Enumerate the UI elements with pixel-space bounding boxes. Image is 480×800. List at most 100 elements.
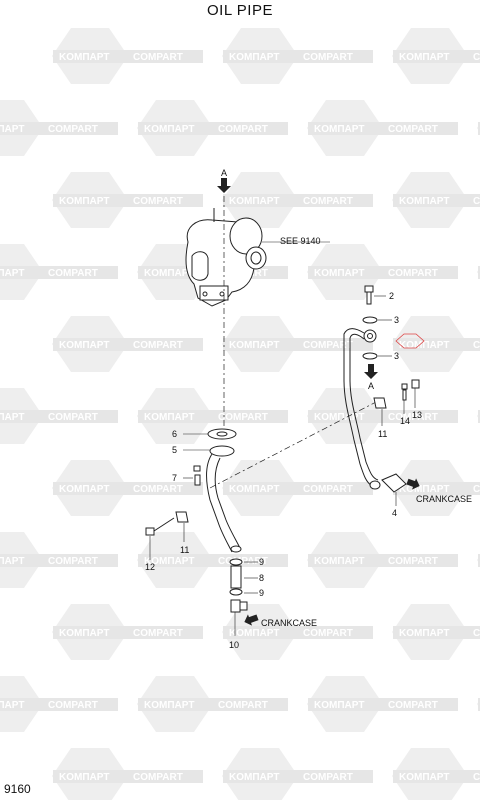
callout-11-left: 11 — [180, 545, 189, 555]
watermark-text: KOMПAPT — [229, 196, 280, 207]
watermark-band — [308, 122, 458, 135]
washer-lower — [362, 352, 378, 360]
watermark-text: COMPART — [388, 412, 438, 423]
watermark-text: KOMПAPT — [0, 700, 25, 711]
watermark-band — [138, 122, 288, 135]
arrow-a-mid-icon — [364, 364, 378, 379]
watermark-text: COMPART — [388, 700, 438, 711]
watermark-band — [223, 50, 373, 63]
bolt-7 — [193, 465, 201, 486]
watermark-text: KOMПAPT — [314, 700, 365, 711]
watermark-text: KOMПAPT — [399, 196, 450, 207]
watermark-text: KOMПAPT — [314, 556, 365, 567]
watermark-band — [223, 626, 373, 639]
watermark-text: COMPART — [303, 484, 353, 495]
watermark-text: KOMПAPT — [144, 268, 195, 279]
watermark-text: KOMПAPT — [229, 484, 280, 495]
watermark-band — [478, 698, 480, 711]
hose-and-clamps — [229, 558, 243, 596]
crankcase-bottom-arrow-icon — [244, 614, 259, 626]
callout-3b: 3 — [394, 351, 399, 361]
watermark-text: COMPART — [473, 628, 480, 639]
watermark-text: KOMПAPT — [59, 628, 110, 639]
watermark-text: COMPART — [303, 340, 353, 351]
callout-5: 5 — [172, 445, 177, 455]
callout-9b: 9 — [259, 588, 264, 598]
supply-oil-pipe — [343, 328, 407, 493]
watermark-band — [0, 410, 118, 423]
watermark-text: KOMПAPT — [59, 52, 110, 63]
crankcase-top-label: CRANKCASE — [416, 494, 472, 504]
watermark-band — [393, 50, 480, 63]
watermark-text: KOMПAPT — [399, 772, 450, 783]
watermark-layer: KOMПAPT COMPART KOMПAPT COMPART KOMПAPT COMPA… — [0, 28, 480, 800]
bolt-12 — [145, 517, 175, 536]
watermark-band — [393, 770, 480, 783]
watermark-text: KOMПAPT — [144, 412, 195, 423]
watermark-text: KOMПAPT — [0, 124, 25, 135]
watermark-text: KOMПAPT — [59, 196, 110, 207]
arrow-a-mid-label: A — [368, 381, 374, 391]
watermark-text: KOMПAPT — [399, 52, 450, 63]
watermark-text: COMPART — [218, 700, 268, 711]
watermark-text: COMPART — [473, 484, 480, 495]
crankcase-top-arrow-icon — [406, 478, 420, 490]
watermark-band — [308, 554, 458, 567]
watermark-band — [53, 626, 203, 639]
watermark-text: COMPART — [388, 124, 438, 135]
watermark-band — [393, 194, 480, 207]
watermark-text: COMPART — [473, 52, 480, 63]
watermark-text: KOMПAPT — [399, 628, 450, 639]
watermark-text: KOMПAPT — [144, 124, 195, 135]
callout-7: 7 — [172, 473, 177, 483]
watermark-band — [0, 554, 118, 567]
watermark-text: COMPART — [48, 700, 98, 711]
watermark-band — [308, 698, 458, 711]
callout-2: 2 — [389, 291, 394, 301]
watermark-band — [223, 482, 373, 495]
watermark-text: KOMПAPT — [144, 700, 195, 711]
watermark-band — [308, 266, 458, 279]
elbow-connector-10 — [230, 599, 248, 613]
nut-13 — [411, 379, 420, 389]
clip-right — [373, 397, 387, 409]
page-number: 9160 — [4, 782, 31, 796]
watermark-text: COMPART — [473, 196, 480, 207]
watermark-text: KOMПAPT — [229, 628, 280, 639]
watermark-text: KOMПAPT — [229, 772, 280, 783]
watermark-text: COMPART — [388, 556, 438, 567]
watermark-text: KOMПAPT — [399, 340, 450, 351]
callout-6: 6 — [172, 429, 177, 439]
watermark-text: COMPART — [48, 556, 98, 567]
watermark-text: COMPART — [133, 340, 183, 351]
callout-3a: 3 — [394, 315, 399, 325]
watermark-text: KOMПAPT — [0, 556, 25, 567]
watermark-text: KOMПAPT — [0, 412, 25, 423]
watermark-text: COMPART — [48, 412, 98, 423]
watermark-band — [138, 410, 288, 423]
watermark-band — [138, 698, 288, 711]
watermark-text: KOMПAPT — [0, 268, 25, 279]
watermark-text: COMPART — [303, 772, 353, 783]
callout-12: 12 — [145, 562, 155, 572]
watermark-text: KOMПAPT — [59, 484, 110, 495]
watermark-band — [478, 554, 480, 567]
watermark-band — [53, 482, 203, 495]
watermark-text: COMPART — [133, 484, 183, 495]
see-9140-label: SEE 9140 — [280, 236, 321, 246]
watermark-text: COMPART — [133, 196, 183, 207]
watermark-band — [223, 194, 373, 207]
hex-nut-highlight — [395, 333, 425, 349]
watermark-band — [478, 266, 480, 279]
bolt-2 — [364, 285, 374, 305]
arrow-a-top-label: A — [221, 168, 227, 178]
callout-9a: 9 — [259, 557, 264, 567]
callout-8: 8 — [259, 573, 264, 583]
return-oil-pipe — [206, 445, 242, 553]
watermark-text: KOMПAPT — [229, 340, 280, 351]
watermark-band — [53, 50, 203, 63]
watermark-text: KOMПAPT — [399, 484, 450, 495]
watermark-text: COMPART — [218, 556, 268, 567]
watermark-text: KOMПAPT — [314, 268, 365, 279]
